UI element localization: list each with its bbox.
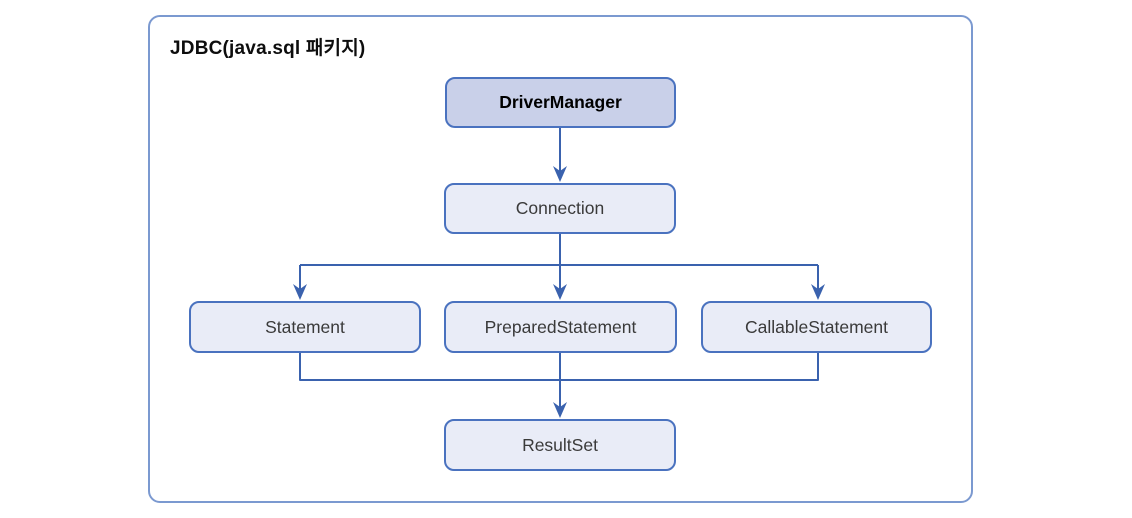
node-driver-manager: DriverManager — [445, 77, 676, 128]
node-prepared-statement: PreparedStatement — [444, 301, 677, 353]
node-result-set: ResultSet — [444, 419, 676, 471]
diagram-title: JDBC(java.sql 패키지) — [170, 38, 366, 59]
node-callable-statement: CallableStatement — [701, 301, 932, 353]
node-statement: Statement — [189, 301, 421, 353]
node-connection: Connection — [444, 183, 676, 234]
